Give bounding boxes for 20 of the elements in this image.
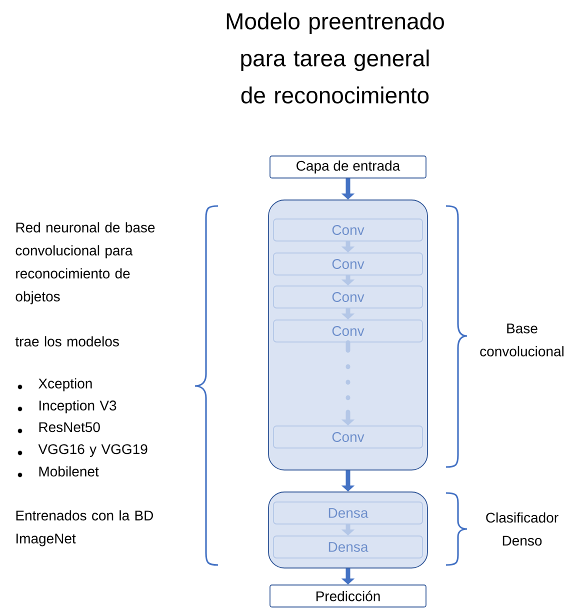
description-text: Entrenados con la BD ImageNet [16, 510, 154, 546]
description-text: trae los modelos [15, 336, 119, 346]
list-item: Inception V3 [39, 400, 116, 414]
layer-box: Conv [273, 252, 423, 276]
brace-label: Base convolucional [480, 324, 564, 356]
list-item: VGG16 y VGG19 [38, 444, 148, 457]
layer-box: Densa [273, 502, 423, 524]
layer-box: Conv [273, 218, 423, 242]
list-item: Xception [38, 378, 92, 392]
layer-box: Conv [273, 320, 423, 342]
list-item: ResNet50 [39, 422, 100, 432]
brace-label: Clasificador Denso [486, 512, 558, 546]
list-item: Mobilenet [39, 466, 99, 476]
layer-box: Conv [273, 286, 423, 308]
layer-box: Capa de entrada [270, 156, 426, 178]
layer-box: Predicción [270, 584, 426, 608]
title: Modelo preentrenado para tarea general de reconocimiento [226, 12, 444, 104]
layer-box: Densa [273, 536, 423, 558]
description-text: Red neuronal de base convolucional para reconocimiento de objetos [16, 222, 155, 304]
layer-box: Conv [273, 426, 423, 448]
